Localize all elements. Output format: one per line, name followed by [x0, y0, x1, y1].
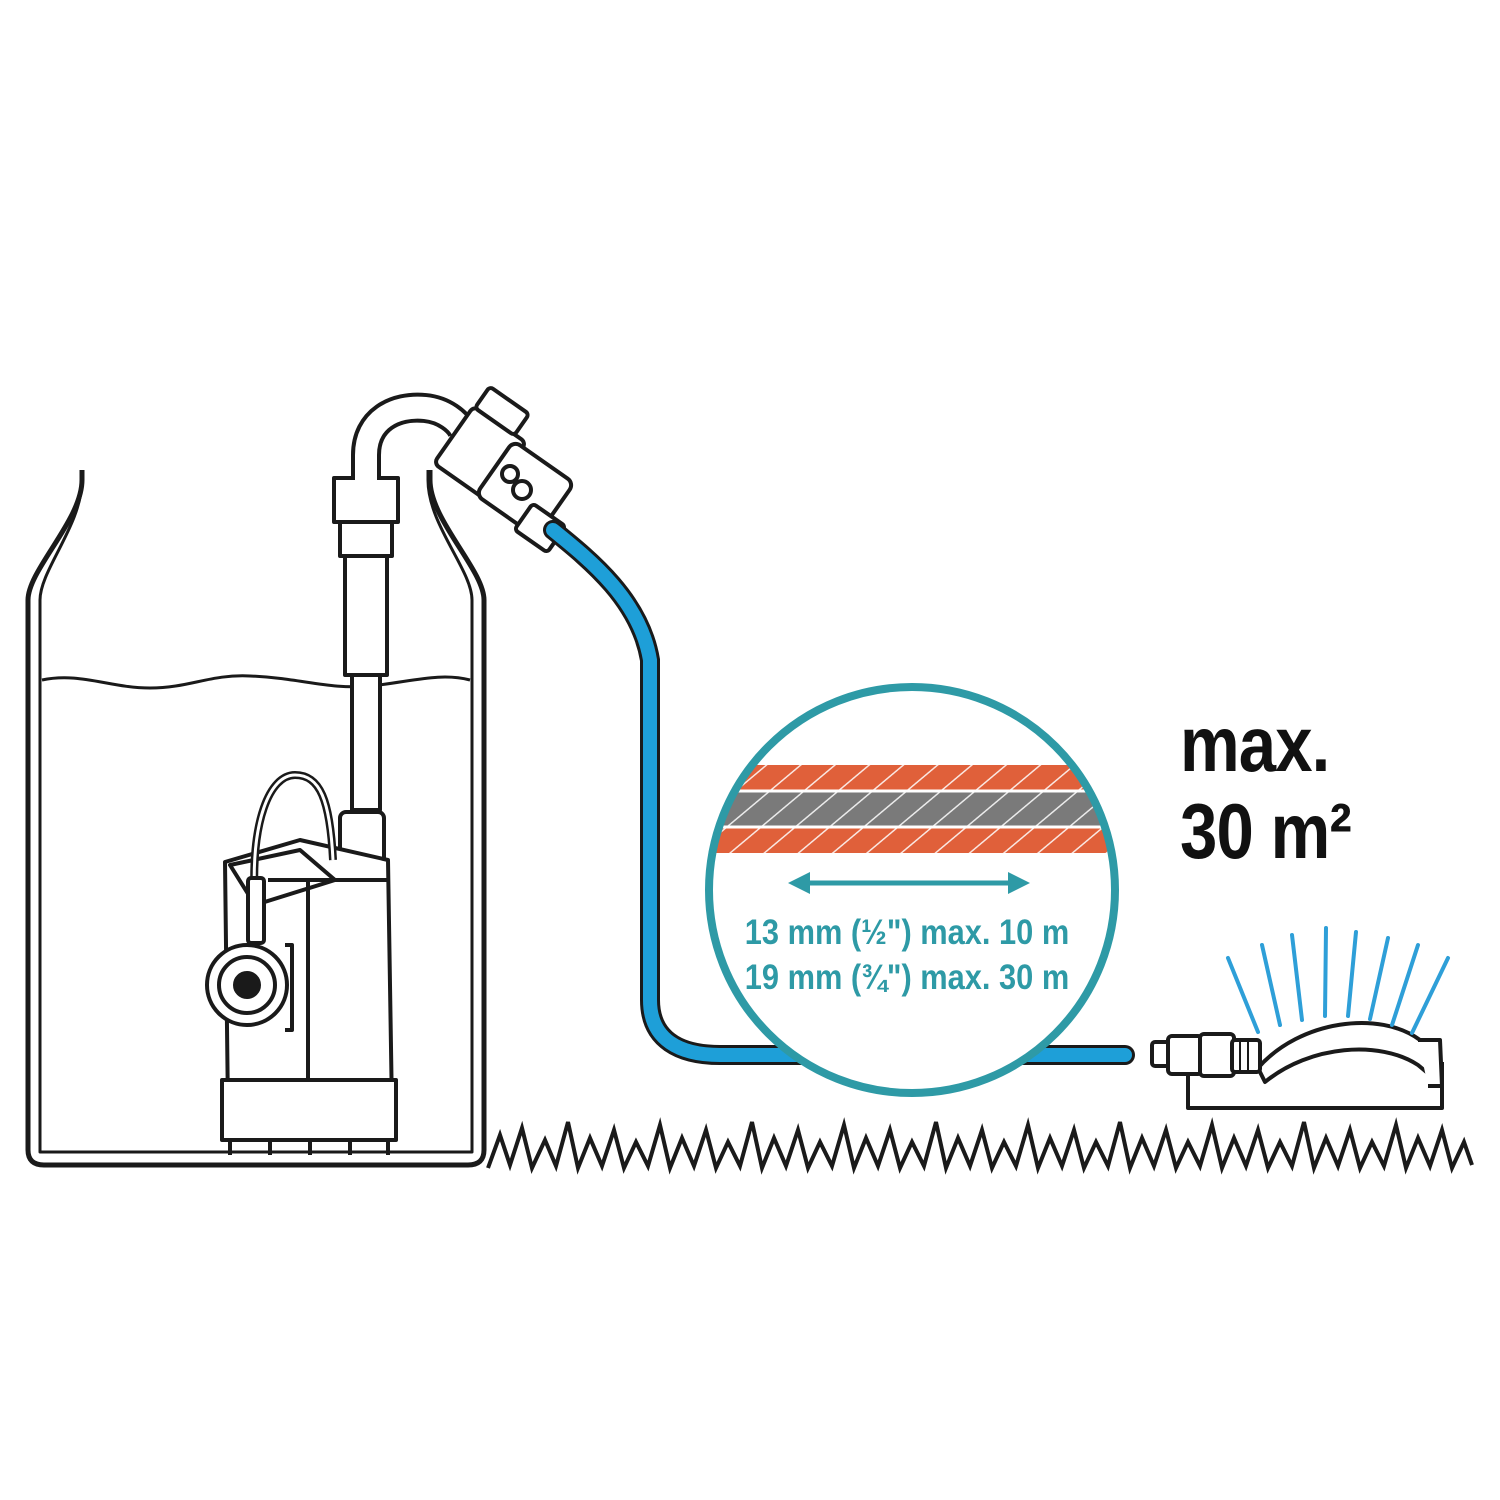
hose-spec-row-19mm: 19 mm (¾") max. 30 m [744, 958, 1070, 997]
sprinkler-icon [1150, 1021, 1444, 1110]
water-surface [41, 674, 471, 690]
submersible-pump-icon [205, 476, 400, 1155]
coverage-area-value: 30 m² [1180, 787, 1352, 875]
double-arrow-icon [788, 872, 1030, 894]
hose-cross-section [709, 765, 1115, 853]
grass-icon [486, 1117, 1474, 1175]
rain-barrel-icon [25, 470, 487, 1168]
hose-spec-row-13mm: 13 mm (½") max. 10 m [744, 913, 1070, 952]
valve-tap-icon [434, 386, 574, 554]
water-spray [1226, 926, 1450, 1035]
coverage-max-label: max. [1180, 700, 1330, 788]
